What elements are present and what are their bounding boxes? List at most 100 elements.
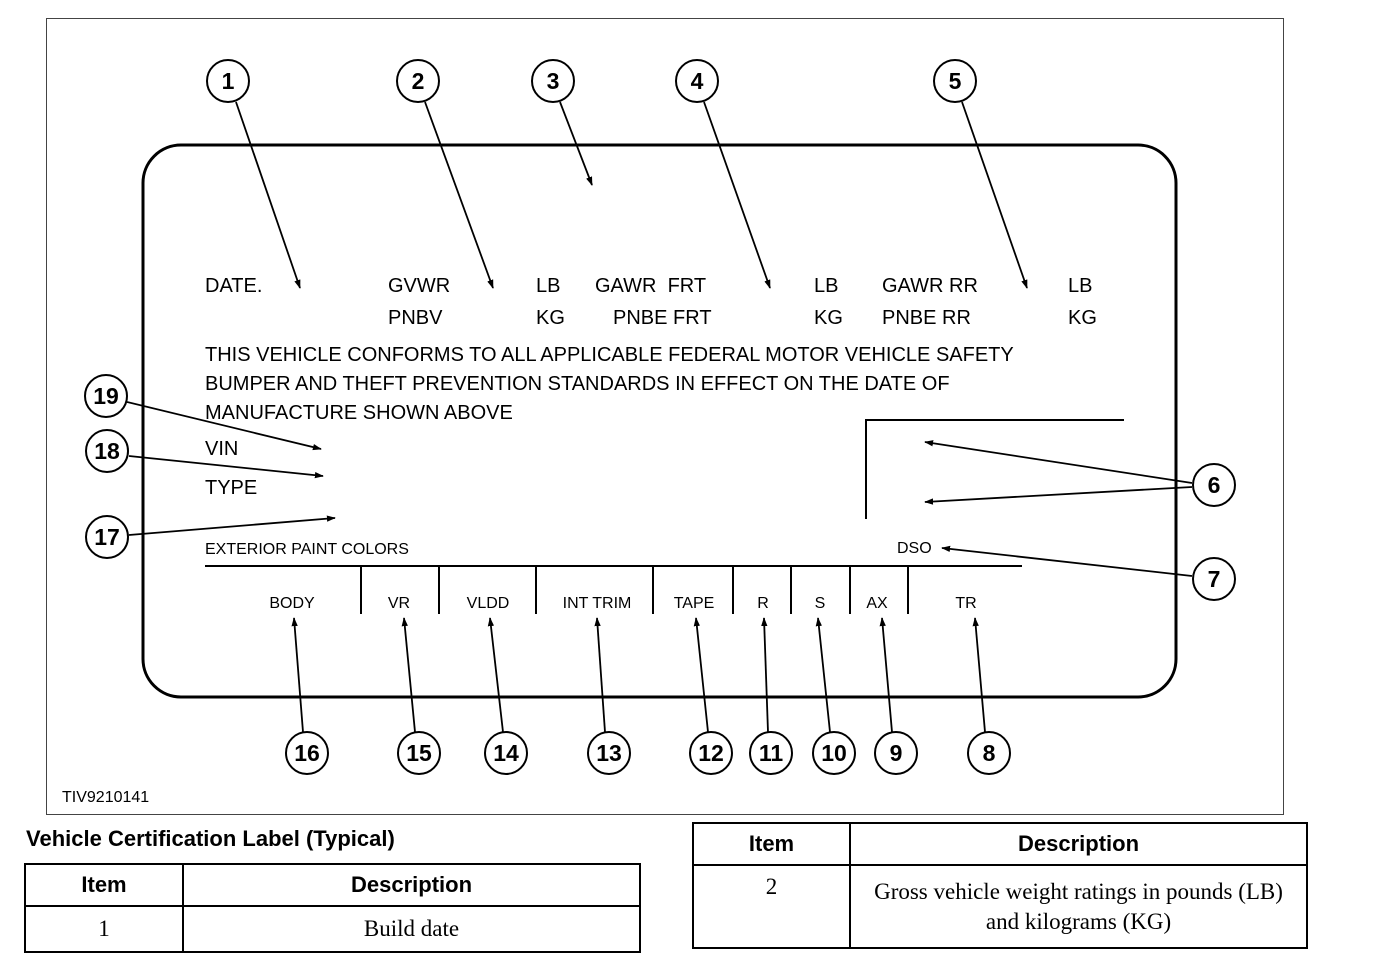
- description-column-header: Description: [849, 822, 1308, 866]
- gawr-rr-field: GAWR RR: [882, 275, 978, 297]
- callout-number-6: 6: [1208, 472, 1221, 498]
- vin-field: VIN: [205, 438, 238, 460]
- leader-line-2: [424, 101, 494, 289]
- callout-circle-15: [397, 731, 441, 775]
- callout-number-15: 15: [406, 740, 432, 766]
- item-number-cell: 2: [692, 864, 851, 949]
- leader-line-1: [235, 101, 301, 289]
- figure-frame: [46, 18, 1284, 815]
- lb-unit: LB: [1068, 275, 1092, 297]
- callout-number-7: 7: [1208, 566, 1221, 592]
- callout-number-12: 12: [698, 740, 724, 766]
- callout-number-10: 10: [821, 740, 847, 766]
- code-int-trim: INT TRIM: [563, 595, 632, 612]
- callout-number-4: 4: [691, 68, 704, 94]
- leader-line-14: [487, 617, 504, 733]
- leader-line-6a: [924, 440, 1193, 484]
- callout-number-14: 14: [493, 740, 519, 766]
- conformity-statement-line: MANUFACTURE SHOWN ABOVE: [205, 402, 513, 424]
- callout-number-8: 8: [983, 740, 996, 766]
- callout-circle-3: [531, 59, 575, 103]
- leader-line-8: [972, 617, 986, 733]
- table-row: 2 Gross vehicle weight ratings in pounds…: [692, 864, 1308, 949]
- table-header-row: Item Description: [692, 822, 1308, 866]
- code-vr: VR: [388, 595, 410, 612]
- callout-circle-11: [749, 731, 793, 775]
- callout-circle-4: [675, 59, 719, 103]
- callout-circle-9: [874, 731, 918, 775]
- callout-number-2: 2: [412, 68, 425, 94]
- callout-number-5: 5: [949, 68, 962, 94]
- lb-unit: LB: [536, 275, 560, 297]
- leader-line-17: [128, 515, 336, 536]
- description-column-header: Description: [182, 863, 641, 907]
- callout-circle-5: [933, 59, 977, 103]
- kg-unit: KG: [1068, 307, 1097, 329]
- kg-unit: KG: [814, 307, 843, 329]
- pnbv-field: PNBV: [388, 307, 443, 329]
- leader-line-12: [693, 617, 709, 733]
- date-field: DATE.: [205, 275, 262, 297]
- leader-line-10: [815, 617, 831, 733]
- leader-line-15: [401, 617, 416, 733]
- item-table-2: Item Description 2 Gross vehicle weight …: [692, 822, 1308, 949]
- table-row: 1 Build date: [24, 905, 641, 953]
- bar-code-area-border: [865, 419, 1124, 519]
- leader-line-3: [559, 101, 593, 186]
- code-vldd: VLDD: [467, 595, 510, 612]
- label-outline: [141, 143, 1178, 699]
- callout-circle-17: [85, 515, 129, 559]
- callout-circle-13: [587, 731, 631, 775]
- leader-line-19: [126, 401, 322, 451]
- conformity-statement-line: THIS VEHICLE CONFORMS TO ALL APPLICABLE …: [205, 344, 1014, 366]
- leader-line-18: [128, 455, 324, 479]
- description-cell: Gross vehicle weight ratings in pounds (…: [849, 864, 1308, 949]
- callout-number-13: 13: [596, 740, 622, 766]
- leader-line-9: [879, 617, 893, 733]
- kg-unit: KG: [536, 307, 565, 329]
- leader-line-7: [941, 545, 1193, 577]
- dso-field: DSO: [897, 540, 932, 557]
- callout-circle-18: [85, 429, 129, 473]
- callout-number-16: 16: [294, 740, 320, 766]
- leader-line-5: [961, 101, 1028, 289]
- code-r: R: [757, 595, 769, 612]
- callout-number-9: 9: [890, 740, 903, 766]
- callout-number-18: 18: [94, 438, 120, 464]
- leader-line-4: [703, 101, 771, 289]
- callout-circle-12: [689, 731, 733, 775]
- callout-circle-6: [1192, 463, 1236, 507]
- table-header-row: Item Description: [24, 863, 641, 907]
- leader-line-13: [594, 617, 606, 733]
- code-ax: AX: [866, 595, 888, 612]
- item-column-header: Item: [24, 863, 184, 907]
- gvwr-field: GVWR: [388, 275, 450, 297]
- type-field: TYPE: [205, 477, 257, 499]
- callout-circle-16: [285, 731, 329, 775]
- callout-circle-10: [812, 731, 856, 775]
- exterior-paint-colors-field: EXTERIOR PAINT COLORS: [205, 541, 409, 558]
- callout-circle-19: [84, 374, 128, 418]
- code-tr: TR: [955, 595, 976, 612]
- figure-caption: Vehicle Certification Label (Typical): [26, 826, 395, 851]
- figure-id: TIV9210141: [62, 789, 149, 806]
- callout-circle-8: [967, 731, 1011, 775]
- callout-circle-2: [396, 59, 440, 103]
- code-body: BODY: [269, 595, 315, 612]
- callout-circle-1: [206, 59, 250, 103]
- conformity-statement-line: BUMPER AND THEFT PREVENTION STANDARDS IN…: [205, 373, 950, 395]
- leader-line-6b: [924, 486, 1193, 505]
- lb-unit: LB: [814, 275, 838, 297]
- gawr-frt-field: GAWR FRT: [595, 275, 706, 297]
- leader-line-16: [291, 617, 304, 733]
- callout-number-3: 3: [547, 68, 560, 94]
- leader-line-11: [761, 617, 769, 733]
- callout-circle-7: [1192, 557, 1236, 601]
- description-cell: Build date: [182, 905, 641, 953]
- callout-number-1: 1: [222, 68, 235, 94]
- callout-circle-14: [484, 731, 528, 775]
- pnbe-frt-field: PNBE FRT: [613, 307, 712, 329]
- item-table-1: Item Description 1 Build date: [24, 863, 641, 953]
- item-number-cell: 1: [24, 905, 184, 953]
